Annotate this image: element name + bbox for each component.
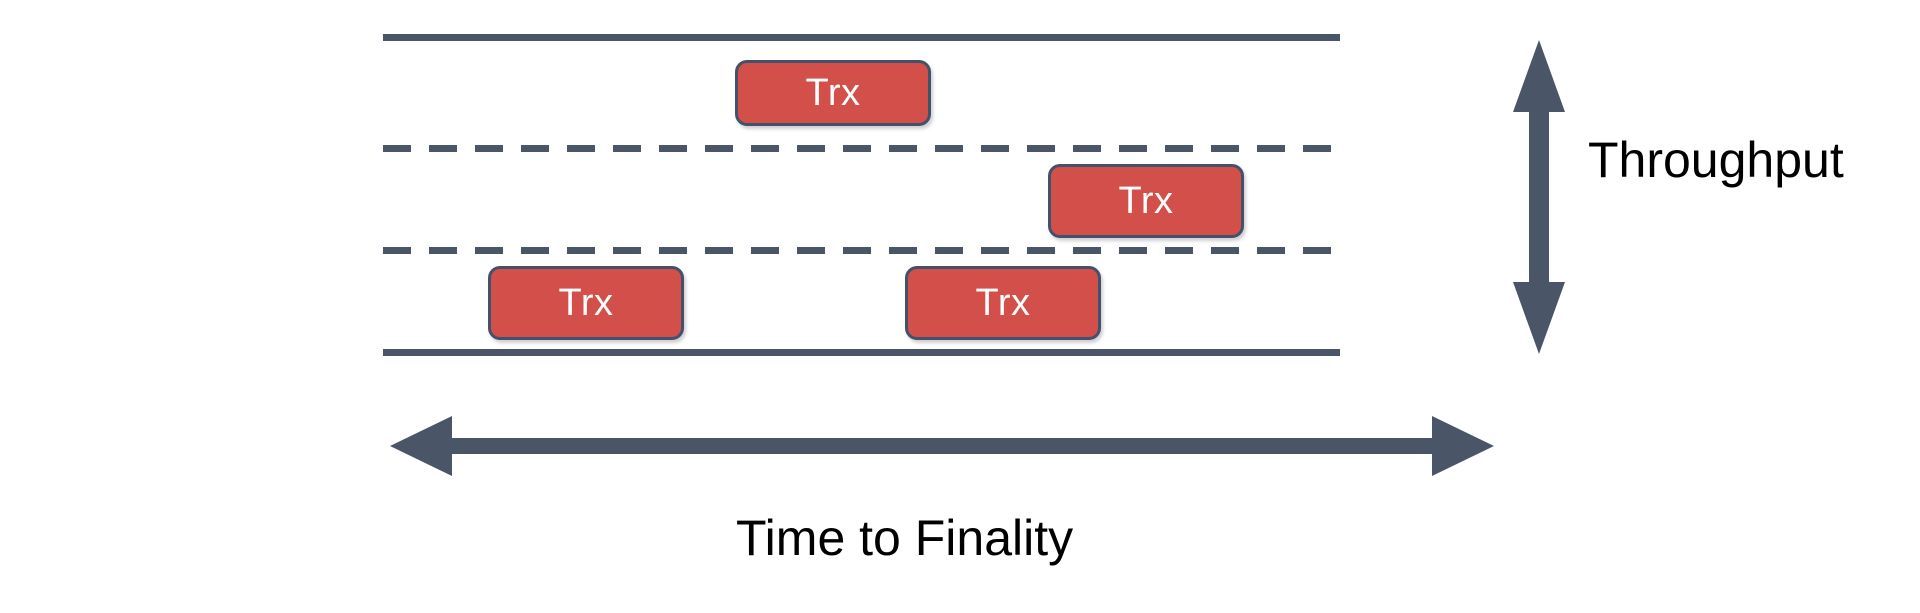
transaction-box-2[interactable]: Trx — [1048, 164, 1244, 238]
transaction-box-label: Trx — [975, 281, 1031, 324]
transaction-box-4[interactable]: Trx — [905, 266, 1101, 340]
time-to-finality-axis-label: Time to Finality — [736, 510, 1074, 566]
lane-line-divider-lower — [383, 247, 1340, 254]
transaction-box-1[interactable]: Trx — [735, 60, 931, 126]
throughput-axis-label: Throughput — [1588, 132, 1844, 188]
transaction-box-label: Trx — [558, 281, 614, 324]
throughput-double-arrow-icon — [1503, 38, 1575, 356]
transaction-box-label: Trx — [1118, 179, 1174, 222]
lane-line-top-boundary — [383, 34, 1340, 41]
lane-line-bottom-boundary — [383, 349, 1340, 356]
time-to-finality-double-arrow-icon — [386, 414, 1498, 478]
lane-line-divider-upper — [383, 145, 1340, 152]
transaction-box-3[interactable]: Trx — [488, 266, 684, 340]
transaction-box-label: Trx — [805, 71, 861, 114]
